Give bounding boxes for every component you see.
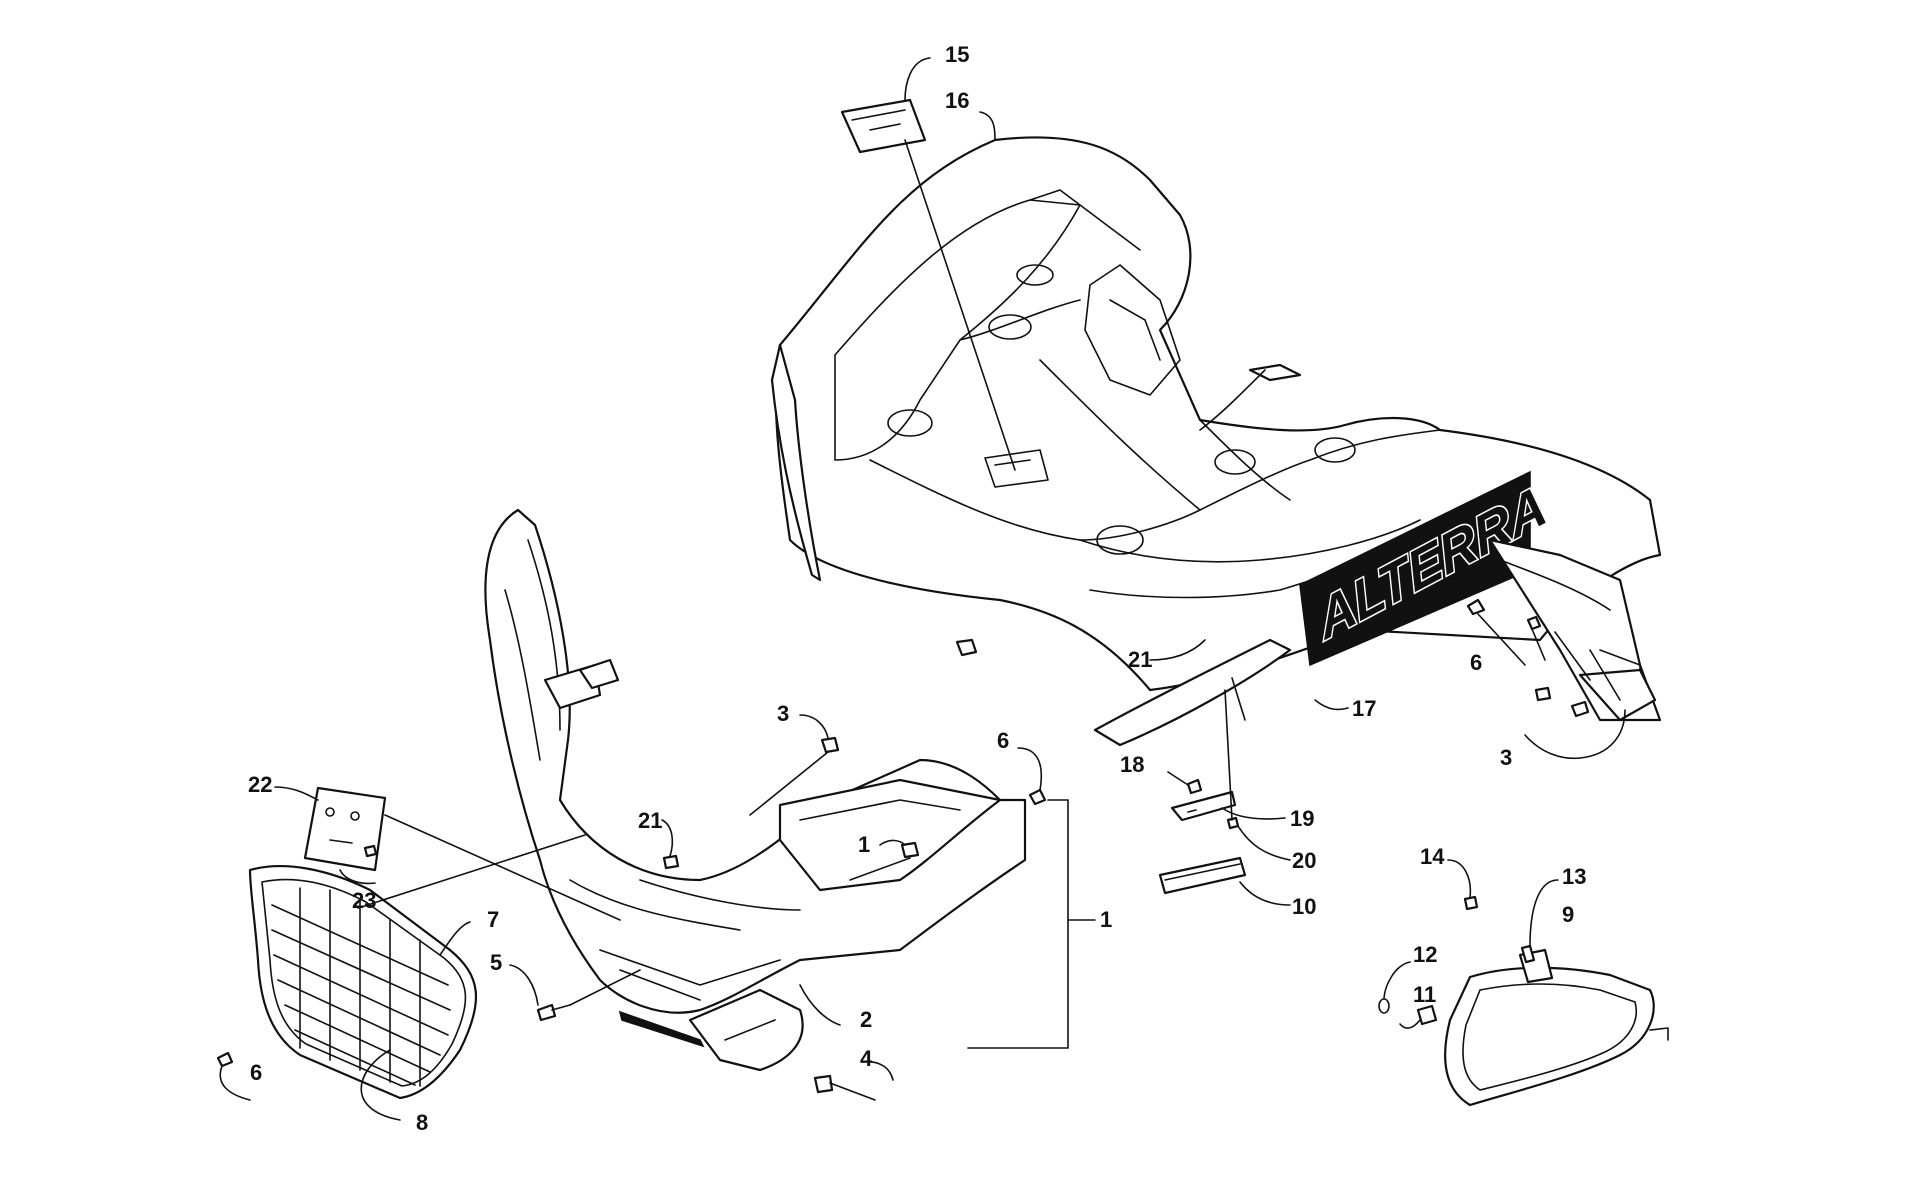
callout-23: 23 [352, 888, 376, 913]
callout-1-group: 1 [1100, 907, 1112, 932]
callout-20: 20 [1292, 848, 1316, 873]
screw-20 [1226, 816, 1240, 830]
clip-21-top [955, 638, 978, 657]
washer-12 [1378, 998, 1390, 1014]
callout-22: 22 [248, 772, 272, 797]
screw-5 [536, 1003, 557, 1022]
callout-19: 19 [1290, 806, 1314, 831]
emblem [840, 98, 927, 154]
callout-3-right: 3 [1500, 745, 1512, 770]
callout-12: 12 [1413, 942, 1437, 967]
callout-21-bumper: 21 [638, 808, 662, 833]
callout-21-top: 21 [1128, 647, 1152, 672]
callout-4: 4 [860, 1046, 873, 1071]
screw-6-grille [216, 1051, 234, 1068]
callout-16: 16 [945, 88, 969, 113]
leader-lines [219, 57, 1626, 1121]
callout-9: 9 [1562, 902, 1574, 927]
bulb-13 [1520, 944, 1536, 964]
screw-6-b [1526, 615, 1542, 631]
screw-6-a [1466, 598, 1486, 616]
bracket-19 [1170, 790, 1237, 822]
clip-3-b [1570, 700, 1590, 718]
nut-14 [1463, 895, 1479, 911]
screw-4 [813, 1074, 834, 1094]
fender-hardware [955, 598, 1590, 895]
callout-8: 8 [416, 1110, 428, 1135]
callout-5: 5 [490, 950, 502, 975]
nut-21-bumper [662, 854, 680, 870]
screw-23 [363, 844, 378, 858]
callout-labels: 15 16 21 17 6 3 3 6 18 19 20 10 22 23 21… [248, 42, 1586, 1135]
fasteners [536, 1003, 876, 1101]
callout-10: 10 [1292, 894, 1316, 919]
clip-3-bumper [820, 736, 840, 754]
callout-7: 7 [487, 907, 499, 932]
plate-bracket [303, 786, 387, 872]
headlight [1378, 895, 1669, 1107]
callout-17: 17 [1352, 696, 1376, 721]
clip-3-a [1534, 686, 1552, 702]
grommet-11 [1416, 1004, 1438, 1026]
nut-18 [1186, 778, 1203, 795]
callout-15: 15 [945, 42, 969, 67]
callout-11: 11 [1413, 982, 1436, 1007]
reflector-10 [1158, 856, 1247, 895]
callout-3-bumper: 3 [777, 701, 789, 726]
front-fender-rack: ALTERRA [770, 136, 1662, 747]
callout-6-right: 6 [1470, 650, 1482, 675]
callout-2: 2 [860, 1007, 872, 1032]
callout-6-grille: 6 [250, 1060, 262, 1085]
callout-13: 13 [1562, 864, 1586, 889]
callout-18: 18 [1120, 752, 1144, 777]
callout-1-part: 1 [858, 832, 870, 857]
clip-1-bumper [900, 841, 920, 859]
screw-6-bumper [1028, 788, 1047, 806]
front-bumper [484, 508, 1047, 1072]
callout-14: 14 [1420, 844, 1445, 869]
callout-6-bumper: 6 [997, 728, 1009, 753]
grille [216, 864, 478, 1100]
